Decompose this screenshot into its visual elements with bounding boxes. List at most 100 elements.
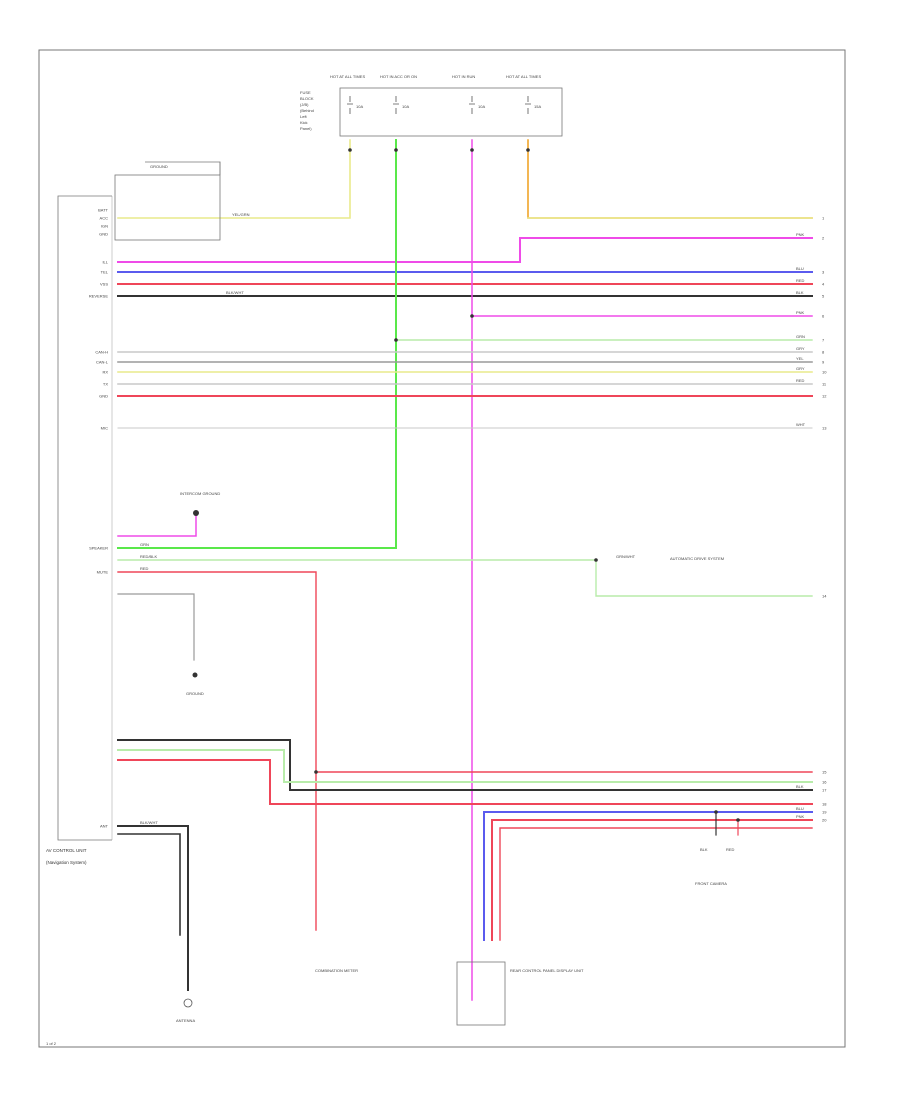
wire-pink-intercom: [117, 514, 197, 537]
fuse-3-rating: 10A: [478, 104, 485, 109]
wire-green-vertical: [117, 139, 397, 549]
right-end-number: 18: [822, 802, 827, 807]
pin-labels: BATTACCIGNGNDILLTELVSSREVERSECAN-HCAN-LR…: [89, 208, 109, 829]
right-end-number: 2: [822, 236, 825, 241]
wire-color-label: BLK/WHT: [140, 820, 158, 825]
right-end-number: 10: [822, 370, 827, 375]
wire-color-label: WHT: [796, 422, 806, 427]
wire-color-label: GRN: [140, 542, 149, 547]
wire-color-label: BLU: [796, 266, 804, 271]
fuse-3-symbol: [469, 96, 475, 114]
splice-dot: [314, 770, 318, 774]
fuse-block-line-3: (J/B): [300, 102, 309, 107]
footer-code: 1 of 2: [46, 1041, 57, 1046]
wire-color-label: GRY: [796, 366, 805, 371]
automatic-system-label: AUTOMATIC DRIVE SYSTEM: [670, 556, 724, 561]
av-control-unit-outline: [57, 195, 112, 841]
wire-color-label: PNK: [796, 232, 805, 237]
wire-red-5: [491, 819, 813, 941]
pin-label: MIC: [101, 426, 108, 431]
front-camera: FRONT CAMERA BLK RED: [695, 847, 735, 886]
wire-color-label: GRN: [796, 334, 805, 339]
antenna-label: ANTENNA: [176, 1018, 195, 1023]
automatic-system: AUTOMATIC DRIVE SYSTEM: [670, 556, 724, 561]
fuse-2-rating: 10A: [402, 104, 409, 109]
pin-label: SPEAKER: [89, 546, 108, 551]
right-end-number: 15: [822, 770, 827, 775]
wire-color-label: BLK: [796, 290, 804, 295]
ground-box-outline: [114, 174, 221, 241]
wire-color-label: PNK: [796, 310, 805, 315]
antenna-symbol: [183, 998, 193, 1008]
wire-color-label: RED/BLK: [140, 554, 157, 559]
pin-label: CAN-L: [96, 360, 109, 365]
splice-dot: [594, 558, 598, 562]
ground-lower: GROUND: [186, 672, 204, 696]
wire-color-label: RED: [140, 566, 149, 571]
fuse-1-rating: 10A: [356, 104, 363, 109]
pin-label: ANT: [100, 824, 109, 829]
wire-red-meter: [117, 571, 317, 931]
fuse-symbols: [347, 96, 531, 114]
rear-display-unit-box: [456, 961, 506, 1026]
fuse-block-line-7: Panel): [300, 126, 312, 131]
rear-display-unit-label: REAR CONTROL PANEL DISPLAY UNIT: [510, 968, 584, 973]
wire-color-label: BLK: [796, 784, 804, 789]
right-end-number: 17: [822, 788, 827, 793]
right-end-number: 5: [822, 294, 825, 299]
fuse-1-header: HOT AT ALL TIMES: [330, 74, 365, 79]
wire-color-label: RED: [796, 278, 805, 283]
blk-label: BLK: [700, 847, 708, 852]
splice-dot: [526, 148, 530, 152]
ground-lower-dot: [192, 672, 198, 678]
right-end-number: 11: [822, 382, 827, 387]
right-end-number: 3: [822, 270, 825, 275]
right-end-number: 20: [822, 818, 827, 823]
wire-color-labels: YEL/GRNPNKBLUREDBLKPNKGRNGRYYELGRYREDWHT…: [140, 212, 806, 825]
antenna: ANTENNA: [176, 998, 195, 1023]
right-end-number: 16: [822, 780, 827, 785]
rear-display-unit: REAR CONTROL PANEL DISPLAY UNIT: [456, 961, 584, 1026]
right-end-number: 4: [822, 282, 825, 287]
wires-layer: [117, 139, 813, 1001]
wire-color-label: BLU: [796, 806, 804, 811]
pin-label: TEL: [101, 270, 109, 275]
wire-green-auto: [117, 559, 813, 597]
wire-color-label: YEL/GRN: [232, 212, 250, 217]
splice-dot: [394, 338, 398, 342]
wire-green-3: [117, 749, 813, 783]
right-end-number: 7: [822, 338, 825, 343]
wire-color-label: RED: [796, 378, 805, 383]
fuse-2-header: HOT IN ACC OR ON: [380, 74, 417, 79]
wire-black-2: [117, 739, 813, 791]
fuse-3-header: HOT IN RUN: [452, 74, 475, 79]
right-end-number: 12: [822, 394, 827, 399]
fuse-block-line-2: BLOCK: [300, 96, 314, 101]
wire-red-6: [499, 827, 813, 941]
fuse-4-header: HOT AT ALL TIMES: [506, 74, 541, 79]
wire-orange-drop: [527, 139, 813, 219]
right-end-number: 6: [822, 314, 825, 319]
fuse-block: FUSE BLOCK (J/B) (Behind Left Kick Panel…: [300, 74, 563, 137]
fuse-1-symbol: [347, 96, 353, 114]
ground-box: GROUND: [114, 161, 221, 241]
right-end-number: 8: [822, 350, 825, 355]
splice-dot: [348, 148, 352, 152]
wire-color-label: GRY: [796, 346, 805, 351]
splice-dot: [470, 314, 474, 318]
diagram-frame: [38, 49, 846, 1048]
ground-box-label: GROUND: [150, 164, 168, 169]
right-end-number: 14: [822, 594, 827, 599]
wire-gray-ground: [117, 593, 195, 661]
av-control-unit-title: AV CONTROL UNIT: [46, 848, 87, 853]
combination-meter: COMBINATION METER: [315, 968, 358, 973]
wire-color-label: PNK: [796, 814, 805, 819]
wire-black-antenna: [117, 825, 189, 991]
wire-yellow-top: [117, 139, 351, 219]
ground-lower-label: GROUND: [186, 691, 204, 696]
pin-label: GND: [99, 232, 108, 237]
front-camera-label: FRONT CAMERA: [695, 881, 727, 886]
fuse-block-line-1: FUSE: [300, 90, 311, 95]
pin-label: ILL: [102, 260, 108, 265]
